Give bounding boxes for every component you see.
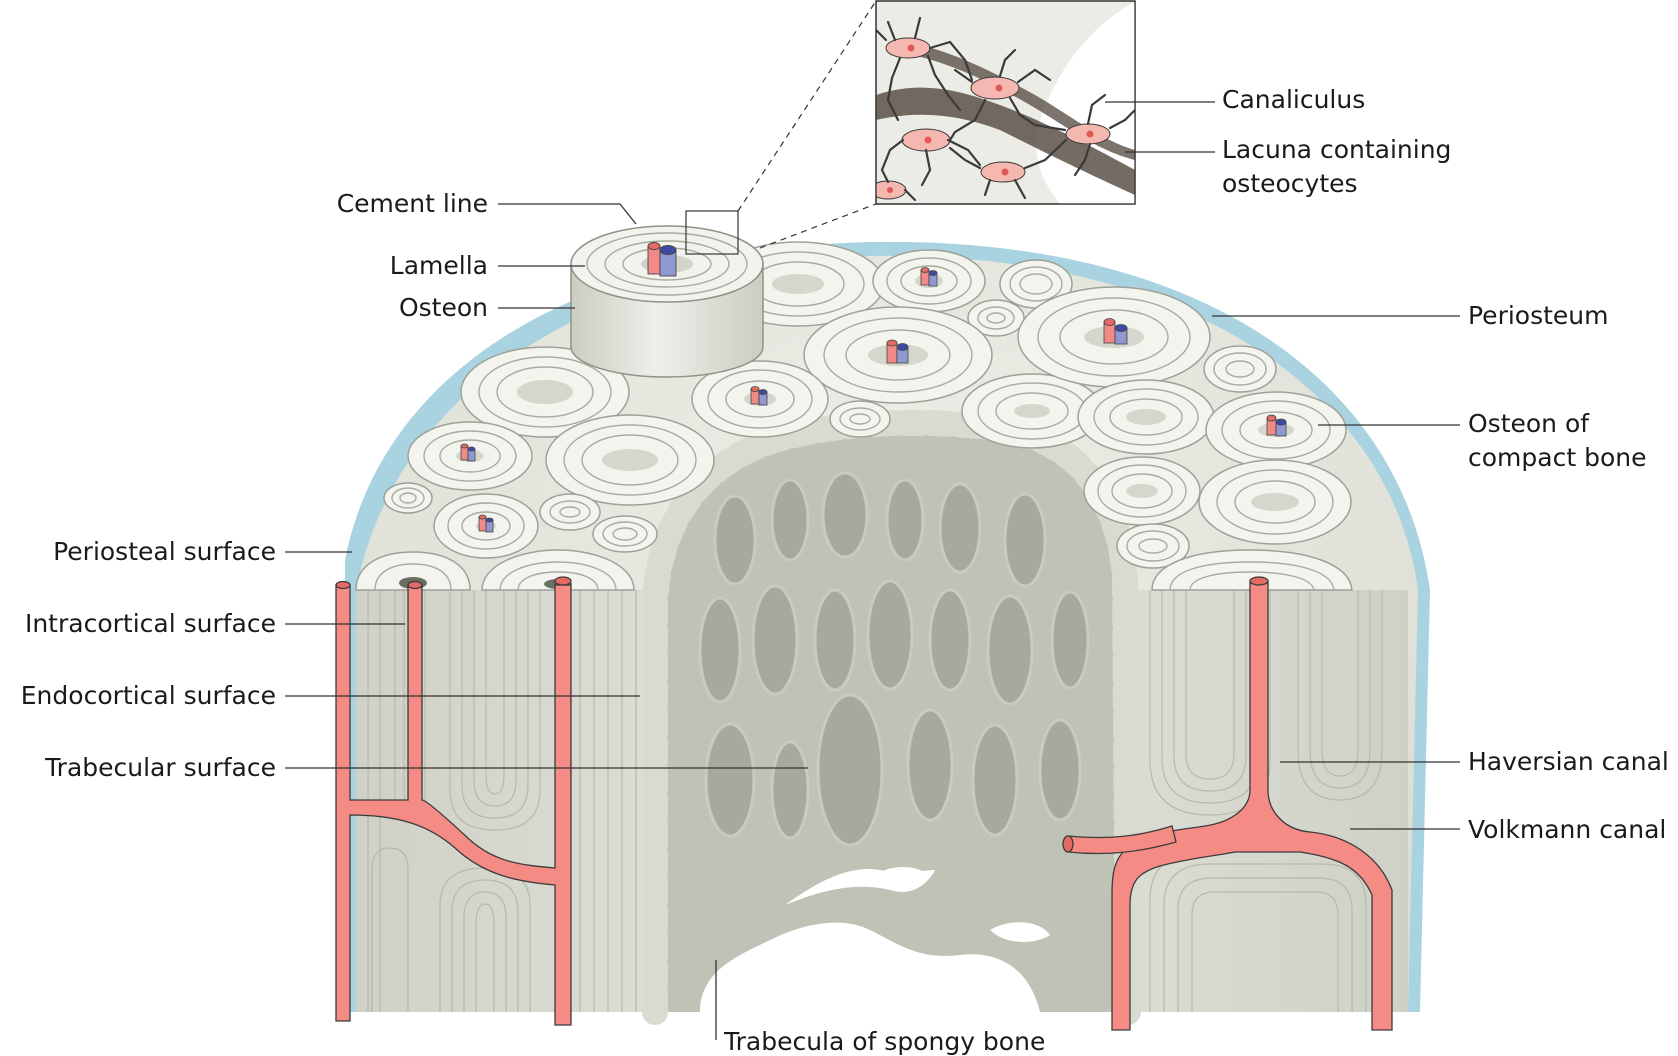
label-lacuna-line1: Lacuna containing (1222, 135, 1451, 164)
label-canaliculus: Canaliculus (1222, 85, 1365, 114)
magnified-inset (875, 0, 1136, 205)
osteon (1077, 379, 1215, 455)
osteon (1203, 345, 1277, 393)
label-periosteum: Periosteum (1468, 301, 1609, 330)
label-lamella: Lamella (390, 251, 488, 280)
label-haversian-canal: Haversian canal (1468, 747, 1669, 776)
label-endocortical-surface: Endocortical surface (21, 681, 276, 710)
bone-block (335, 225, 1430, 1031)
label-volkmann-canal: Volkmann canal (1468, 815, 1666, 844)
osteon (481, 549, 635, 591)
label-periosteal-surface: Periosteal surface (53, 537, 276, 566)
leader-lines (285, 101, 1460, 1040)
osteon (592, 515, 658, 553)
osteon-vessels (460, 267, 1287, 533)
osteon (460, 346, 630, 438)
canaliculi (876, 16, 1135, 202)
osteon (545, 414, 715, 506)
labels: Cement line Lamella Osteon Canaliculus L… (21, 85, 1669, 1056)
osteon (829, 400, 891, 438)
osteon (1198, 459, 1352, 545)
magnify-callout (685, 0, 877, 255)
osteon (1151, 549, 1353, 591)
label-osteon: Osteon (399, 293, 488, 322)
marrow-cavities (700, 866, 1050, 1012)
right-vessels (1062, 576, 1393, 1031)
osteon (539, 493, 601, 531)
osteon (967, 299, 1025, 337)
osteon (961, 373, 1103, 449)
label-osteon-compact-line2: compact bone (1468, 443, 1646, 472)
label-osteon-compact-line1: Osteon of (1468, 409, 1590, 438)
label-trabecula-spongy: Trabecula of spongy bone (723, 1027, 1045, 1056)
left-vessels (335, 576, 572, 1026)
osteon (1116, 523, 1190, 569)
label-cement-line: Cement line (337, 189, 488, 218)
label-intracortical-surface: Intracortical surface (25, 609, 276, 638)
osteon (1083, 456, 1201, 526)
trabecular-pores (698, 471, 1090, 847)
osteon (383, 482, 433, 514)
osteon-cylinder (570, 225, 764, 378)
label-lacuna-line2: osteocytes (1222, 169, 1358, 198)
label-trabecular-surface: Trabecular surface (44, 753, 276, 782)
